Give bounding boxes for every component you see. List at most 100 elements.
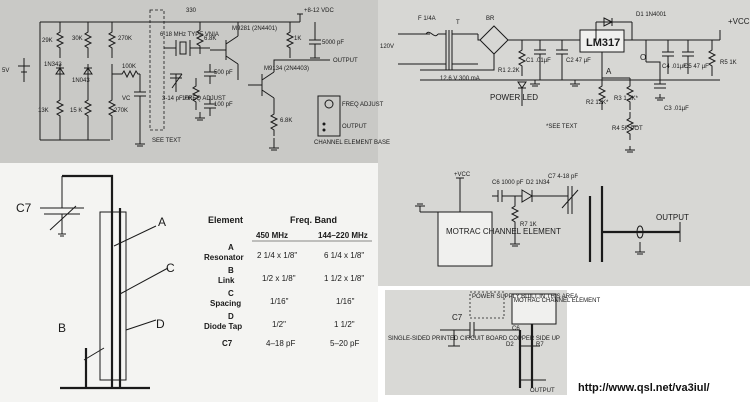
- pcb-power-supply-label: POWER SUPPLY BUILT IN THIS AREA: [472, 294, 578, 300]
- resistor-270k-top: [107, 22, 117, 58]
- transformer-core: [445, 30, 453, 70]
- resistor-r3: [602, 77, 635, 110]
- r1-label: R1 2.2K: [498, 68, 520, 74]
- mains-label: 120V: [380, 44, 394, 50]
- cap-c2: [556, 40, 568, 80]
- r-330-label: 330: [186, 8, 197, 14]
- diode-d2: [521, 189, 568, 203]
- r5-label: R5 1K: [720, 60, 737, 66]
- table-header-450: 450 MHz: [256, 231, 288, 240]
- pot-r4: [625, 112, 638, 140]
- diode-1n343: [55, 67, 65, 75]
- bridge-rectifier: [479, 25, 509, 55]
- c4-label: C4 .01µF: [662, 64, 687, 70]
- element-b-label: B: [58, 321, 66, 335]
- c3-label: C3 .01µF: [664, 106, 689, 112]
- c2-label: C2 47 µF: [566, 58, 591, 64]
- r-10k-label: 10K: [182, 96, 193, 102]
- output-coax: [636, 225, 644, 239]
- pcb-r7-label: R7: [536, 342, 544, 348]
- resistor-6-8k-top: [195, 22, 205, 54]
- cap-100pf: [204, 96, 216, 116]
- source-url[interactable]: http://www.qsl.net/va3iul/: [578, 382, 710, 394]
- transistor-q1: [210, 35, 239, 65]
- pcb-motrac-block: [511, 293, 557, 325]
- resonator-dimensions-panel: [0, 163, 378, 402]
- row-d-name: Diode Tap: [204, 322, 242, 331]
- row-d-letter: D: [228, 312, 234, 321]
- detector-vcc-wire: [456, 177, 464, 212]
- mains-wires: [398, 33, 446, 65]
- pin-freq-adjust-label: FREQ ADJUST: [342, 102, 384, 108]
- c-5000pf-label: 5000 pF: [322, 40, 344, 46]
- base-pin-1: [322, 122, 326, 126]
- output-label: OUTPUT: [333, 58, 358, 64]
- transformer-leads: [438, 33, 478, 65]
- r-13k-label: 13K: [38, 108, 49, 114]
- pcb-layout: POWER SUPPLY BUILT IN THIS AREA MOTRAC C…: [388, 291, 600, 394]
- r-30k-label: 30K: [72, 36, 83, 42]
- row-c-144: 1/16": [336, 297, 355, 306]
- pcb-d2-label: D2: [506, 342, 514, 348]
- c-100pf-label: 100 pF: [214, 102, 233, 108]
- node-o-label: O: [640, 53, 646, 62]
- power-supply-circuit: +VCC F 1/4A T 12.6 V 300 mA 120V BR LM31…: [380, 12, 750, 153]
- row-b-letter: B: [228, 266, 234, 275]
- row-a-144: 6 1/4 x 1/8": [324, 251, 364, 260]
- channel-element-outline: [149, 9, 165, 131]
- element-base: [317, 95, 341, 137]
- vc-label: VC: [122, 96, 131, 102]
- d-1n043-label: 1N043: [72, 78, 90, 84]
- cap-500pf: [204, 64, 216, 84]
- resistor-13k: [55, 90, 65, 126]
- r-1k-label: 1K: [294, 36, 301, 42]
- row-b-144: 1 1/2 x 1/8": [324, 274, 364, 283]
- r7-label: R7 1K: [520, 222, 537, 228]
- resistor-270k-bottom: [107, 90, 117, 126]
- resistor-15k: [83, 90, 93, 126]
- crystal: [164, 40, 210, 56]
- row-c-name: Spacing: [210, 299, 241, 308]
- base-label: CHANNEL ELEMENT BASE: [314, 140, 390, 146]
- detector-output-label: OUTPUT: [656, 213, 689, 222]
- lm317-label: LM317: [586, 37, 620, 49]
- row-c7-name: C7: [222, 339, 233, 348]
- row-c7-144: 5–20 pF: [330, 339, 359, 348]
- resistor-r1: [517, 40, 527, 76]
- diode-1n043: [83, 67, 93, 75]
- node-a-label: A: [606, 67, 612, 76]
- resistor-10k: [191, 78, 201, 110]
- r2-label: R2 12K*: [586, 100, 609, 106]
- supply-label: +8-12 VDC: [304, 8, 335, 14]
- freq-adjust-pin: [324, 99, 334, 109]
- element-leader-lines: [83, 225, 169, 361]
- ps-vcc-label: +VCC: [728, 17, 750, 26]
- transformer-label: T: [456, 20, 460, 26]
- transistor-q2: [248, 71, 275, 99]
- bridge-leads: [420, 34, 540, 71]
- c1-label: C1 .01µF: [526, 58, 551, 64]
- r-6-8k-label: 6.8K: [204, 36, 216, 42]
- supply-arrow: [297, 13, 303, 22]
- see-text-note: *SEE TEXT: [546, 124, 578, 130]
- row-c-450: 1/16": [270, 297, 289, 306]
- row-b-450: 1/2 x 1/8": [262, 274, 296, 283]
- q2-label: M9134 (2N4403): [264, 66, 309, 72]
- c5-label: C5 47 µF: [684, 64, 709, 70]
- r3-label: R3 1.2K*: [614, 96, 639, 102]
- oscillator-circuit: 330 +8-12 VDC 5V 29K 30K 270K 1N343 1N04…: [2, 8, 390, 151]
- row-a-450: 2 1/4 x 1/8": [257, 251, 297, 260]
- element-a-label: A: [158, 215, 166, 229]
- cap-c1: [534, 40, 546, 80]
- q1-label: M9281 (2N4401): [232, 26, 277, 32]
- resistor-6-8k-bottom: [269, 108, 279, 144]
- motrac-label: MOTRAC CHANNEL ELEMENT: [446, 227, 561, 236]
- row-b-name: Link: [218, 276, 235, 285]
- resistor-links: [59, 64, 113, 140]
- c6-label: C6 1000 pF: [492, 180, 524, 186]
- r-6-8k-b-label: 6.8K: [280, 118, 292, 124]
- resistor-29k: [55, 22, 65, 58]
- bridge-label: BR: [486, 16, 495, 22]
- cap-c5: [682, 40, 694, 74]
